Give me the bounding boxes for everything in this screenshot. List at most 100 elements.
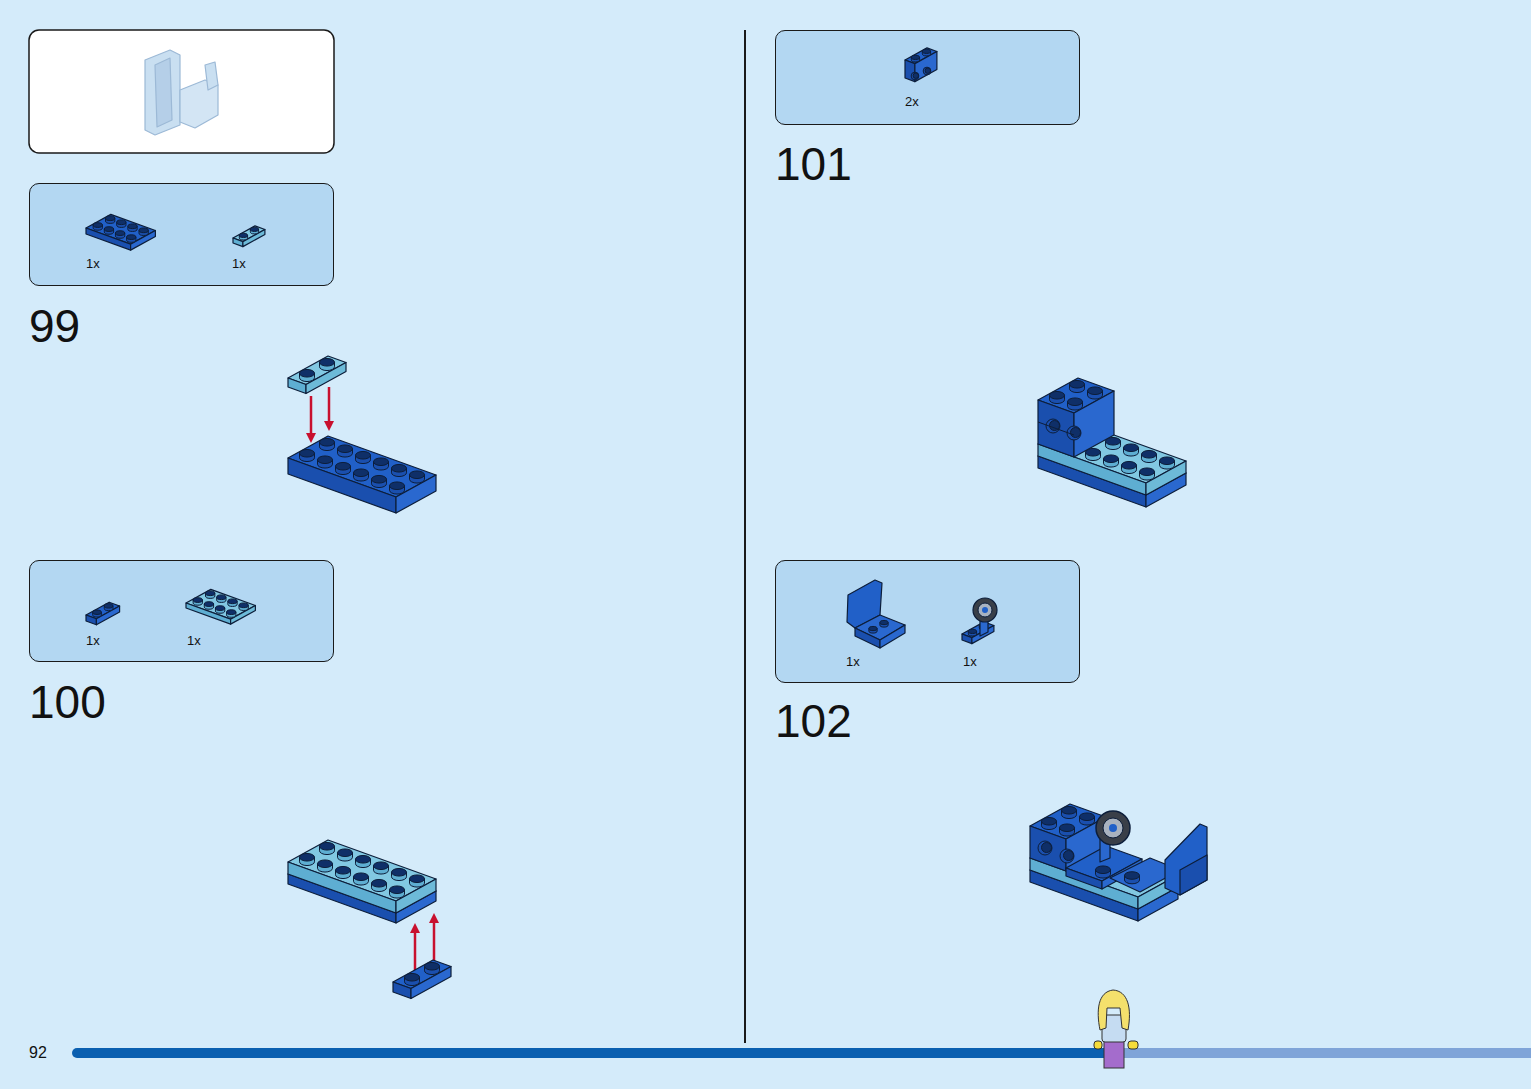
stud-top — [336, 462, 351, 470]
assembly-arrow — [310, 396, 313, 438]
stud-top — [338, 445, 353, 453]
stud-top — [410, 471, 425, 479]
side-stud — [923, 67, 931, 75]
side-stud-top — [1064, 851, 1074, 861]
part-quantity: 1x — [86, 257, 100, 270]
brick-seam — [1038, 422, 1074, 435]
steering-wheel-hub — [1103, 818, 1123, 838]
stud-top — [1068, 398, 1083, 406]
stud-top — [425, 962, 440, 970]
plate-side — [1038, 444, 1146, 495]
seat-base — [880, 625, 905, 648]
stud-top — [104, 604, 113, 608]
preview-shape — [205, 62, 218, 90]
stud-top — [1104, 455, 1119, 463]
side-stud-top — [925, 68, 931, 74]
stud-top — [104, 227, 113, 232]
progress-bar — [72, 1048, 1112, 1058]
side-stud — [1038, 841, 1052, 855]
minifig-hand — [1128, 1041, 1138, 1049]
minifig-hand — [1094, 1041, 1102, 1049]
plate-side — [288, 862, 396, 913]
stud-top — [318, 860, 333, 868]
stud-top — [193, 598, 202, 603]
stud-top — [374, 458, 389, 466]
stud-top — [127, 235, 136, 240]
assembly-arrow — [328, 387, 331, 426]
side-stud — [1060, 849, 1074, 863]
part-quantity: 1x — [187, 634, 201, 647]
stud-top — [1042, 817, 1057, 825]
stud-top — [227, 610, 236, 615]
stud-top — [372, 475, 387, 483]
preview-box — [29, 30, 334, 153]
stud-top — [392, 464, 407, 472]
stud-top — [1122, 461, 1137, 469]
stud-top — [215, 606, 224, 611]
page-number: 92 — [29, 1045, 47, 1061]
stud-top — [228, 599, 237, 604]
stud-top — [354, 873, 369, 881]
stud-top — [372, 879, 387, 887]
steering-wheel-hub — [978, 603, 992, 617]
stud-top — [318, 456, 333, 464]
plate-side — [396, 475, 436, 513]
stud-top — [239, 603, 248, 608]
stud-top — [320, 842, 335, 850]
stud-top — [93, 223, 102, 228]
stud-top — [1080, 813, 1095, 821]
stud-top — [338, 849, 353, 857]
parts-callout-box: 1x1x — [29, 183, 334, 286]
stud-top — [390, 886, 405, 894]
parts-box-fill — [775, 560, 1080, 683]
stud-top — [1050, 391, 1065, 399]
side-stud-top — [1071, 428, 1081, 438]
stud-top — [1160, 457, 1175, 465]
stud-top — [922, 49, 930, 53]
stud-top — [356, 451, 371, 459]
parts-callout-box: 2x — [775, 30, 1080, 125]
seat-back — [1165, 824, 1207, 895]
minifig-legs — [1104, 1040, 1124, 1068]
steering-wheel — [1096, 811, 1130, 845]
stud-top — [410, 875, 425, 883]
stud-top — [250, 227, 258, 231]
stud-top — [1096, 866, 1111, 874]
stud-top — [1070, 380, 1085, 388]
stud-top — [1062, 806, 1077, 814]
step-number: 102 — [775, 698, 852, 744]
part-quantity: 1x — [86, 634, 100, 647]
stud-top — [405, 973, 420, 981]
side-stud-top — [1042, 843, 1052, 853]
stud-top — [880, 620, 888, 624]
part-quantity: 1x — [963, 655, 977, 668]
minifig-hair — [1098, 990, 1129, 1030]
side-stud — [911, 72, 919, 80]
stud-top — [968, 629, 976, 633]
assembly-arrow — [433, 918, 436, 962]
stud-top — [300, 369, 315, 377]
part-quantity: 1x — [846, 655, 860, 668]
stud-top — [300, 853, 315, 861]
stud-top — [1060, 824, 1075, 832]
part-quantity: 2x — [905, 95, 919, 108]
stud-top — [392, 868, 407, 876]
parts-box-fill — [775, 30, 1080, 125]
preview-box-border — [29, 30, 334, 153]
parts-callout-box: 1x 1x — [775, 560, 1080, 683]
stud-top — [128, 224, 137, 229]
progress-bar-rest — [1110, 1048, 1531, 1058]
stud-top — [869, 626, 877, 630]
stud-top — [93, 610, 102, 614]
stud-top — [204, 602, 213, 607]
stud-top — [106, 216, 115, 221]
stud-top — [320, 358, 335, 366]
stud-top — [390, 482, 405, 490]
steering-wheel-hub — [982, 607, 988, 613]
stud-top — [336, 866, 351, 874]
stud-top — [239, 233, 247, 237]
step-number: 99 — [29, 303, 80, 349]
stud-top — [217, 595, 226, 600]
preview-shape — [145, 50, 180, 135]
